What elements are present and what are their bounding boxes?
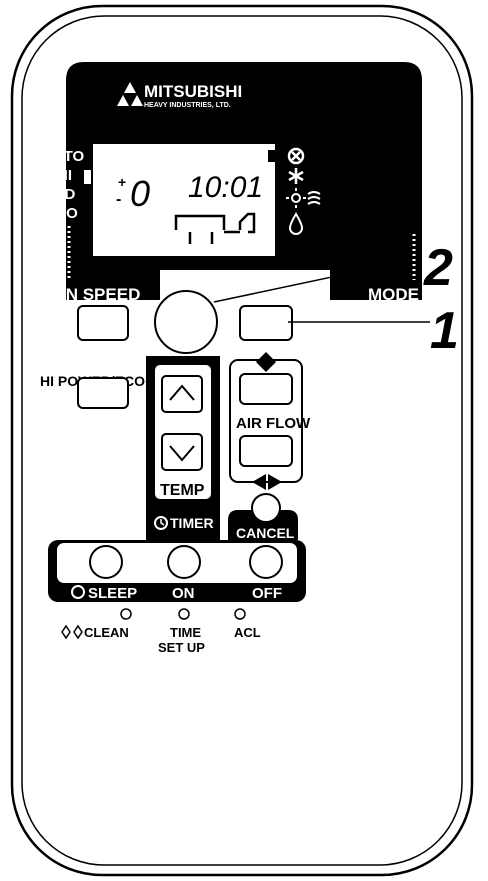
air-flow-label: AIR FLOW [236, 415, 311, 432]
time-set-up-label-line2: SET UP [158, 640, 205, 655]
heat-mode-sun-icon [286, 188, 306, 208]
callout-number-1: 1 [430, 302, 459, 360]
temp-down-icon [169, 445, 195, 462]
sleep-icon [71, 585, 85, 599]
auto-mode-icon [287, 147, 305, 165]
fan-mode-icon [307, 191, 321, 205]
brand-name: MITSUBISHI [144, 82, 242, 101]
timer-off-label: OFF [252, 585, 282, 602]
timer-on-button[interactable] [167, 545, 201, 579]
fan-level-med: MED [42, 186, 76, 203]
timer-off-button[interactable] [249, 545, 283, 579]
hi-power-econo-button[interactable] [77, 377, 129, 409]
callout-number-2: 2 [423, 239, 453, 297]
fan-speed-label: FAN SPEED [44, 285, 140, 304]
air-flow-down-arrow-icon [256, 362, 276, 372]
timer-label: TIMER [170, 515, 214, 531]
air-flow-vertical-button[interactable] [239, 373, 293, 405]
cancel-panel [228, 510, 298, 540]
lcd-sign-minus: - [116, 191, 121, 208]
mode-label: MODE [368, 285, 419, 304]
timer-clock-hands-icon [160, 519, 165, 526]
air-flow-left-arrow-icon [252, 474, 266, 490]
air-flow-up-arrow-icon [256, 352, 276, 362]
air-flow-horizontal-button[interactable] [239, 435, 293, 467]
mode-button[interactable] [239, 305, 293, 341]
temp-label: TEMP [160, 482, 205, 499]
acl-label: ACL [234, 625, 261, 640]
clean-pinhole-button[interactable] [120, 608, 132, 620]
lcd-screen [91, 142, 277, 258]
fan-level-lo: LO [57, 205, 78, 222]
air-flow-right-arrow-icon [268, 474, 282, 490]
fan-level-indicator [84, 170, 92, 184]
lcd-temp-offset: 0 [130, 173, 150, 214]
clean-label: CLEAN [84, 625, 129, 640]
sleep-button[interactable] [89, 545, 123, 579]
lcd-indoor-unit-icon [174, 212, 256, 244]
acl-pinhole-button[interactable] [234, 608, 246, 620]
time-set-up-label-line1: TIME [170, 625, 201, 640]
temp-up-button[interactable] [161, 375, 203, 413]
on-off-label: ON/OFF [160, 277, 224, 296]
fan-speed-button[interactable] [77, 305, 129, 341]
fan-level-auto: AUTO [42, 148, 85, 165]
temp-down-button[interactable] [161, 433, 203, 471]
timer-on-label: ON [172, 585, 195, 602]
temp-up-icon [169, 384, 195, 401]
brand-subtitle: HEAVY INDUSTRIES, LTD. [144, 102, 231, 109]
cancel-button[interactable] [251, 493, 281, 523]
time-set-up-pinhole-button[interactable] [178, 608, 190, 620]
fan-level-hi: HI [57, 167, 72, 184]
on-off-callout-line [213, 259, 413, 303]
cool-mode-snowflake-icon [288, 168, 304, 184]
on-off-button[interactable] [154, 290, 218, 354]
mitsubishi-logo-icon [117, 82, 143, 106]
clean-sparkle-icon [61, 624, 83, 640]
lcd-clock: 10:01 [188, 171, 263, 204]
cancel-label: CANCEL [236, 525, 295, 541]
timer-clock-icon [154, 516, 168, 530]
lcd-mode-indicator [268, 150, 278, 162]
dry-mode-drop-icon [288, 212, 304, 235]
sleep-label: SLEEP [88, 585, 137, 602]
lcd-sign-plus: + [118, 174, 126, 190]
remote-body-inner-edge [21, 15, 463, 866]
